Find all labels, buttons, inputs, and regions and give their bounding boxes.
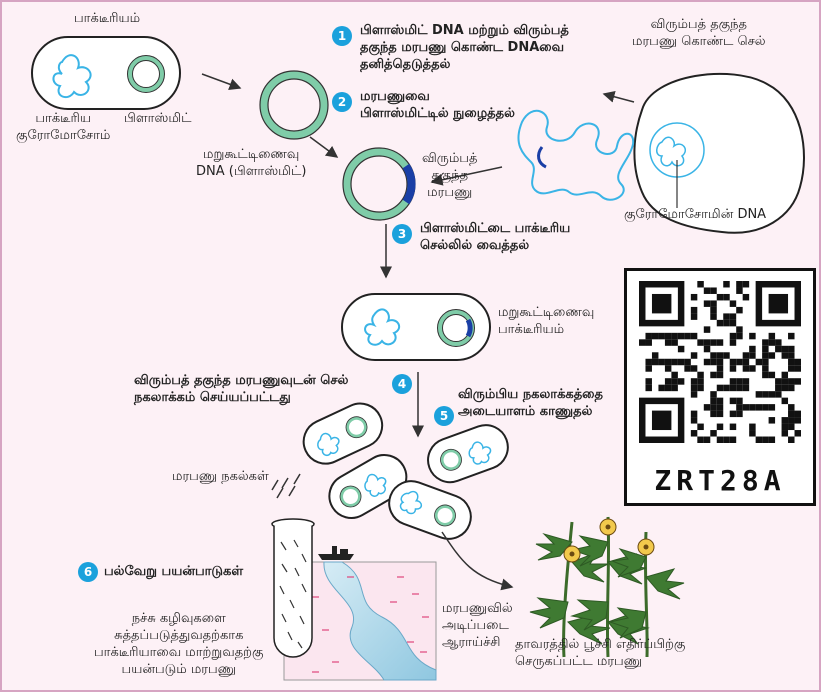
label-desired-gene: விரும்பத் தகுந்த மரபணு — [422, 151, 478, 200]
step-2-number: 2 — [332, 92, 352, 112]
cloned-bacteria — [302, 402, 509, 540]
desired-gene-segment — [537, 146, 547, 169]
isolated-plasmid — [259, 70, 329, 140]
qr-code-text: ZRT28A — [654, 464, 786, 497]
label-waste-gene: நச்சு கழிவுகளை சுத்தப்படுத்துவதற்காக பாக… — [94, 611, 264, 677]
inserted-gene-segment — [402, 163, 416, 205]
recombinant-plasmid — [342, 147, 416, 221]
label-chromosome-dna: குரோமோசோமின் DNA — [624, 207, 767, 222]
extracted-dna-strand — [517, 109, 635, 201]
step-5-number: 5 — [434, 406, 454, 426]
step-3-number: 3 — [392, 224, 412, 244]
label-bacterial-chromosome: பாக்டீரிய குரோமோசோம் — [16, 111, 111, 143]
label-cell-with-gene: விரும்பத் தகுந்த மரபணு கொண்ட செல் — [632, 17, 766, 49]
label-bacterium: பாக்டீரியம் — [74, 11, 141, 26]
label-plasmid: பிளாஸ்மிட் — [124, 111, 192, 126]
label-plant-gene: தாவரத்தில் பூச்சி எதிர்ப்பிற்கு செருகப்ப… — [515, 637, 686, 669]
bacterial-chromosome-shape — [52, 54, 92, 99]
step-1-number: 1 — [332, 26, 352, 46]
step-5-text: விரும்பிய நகலாக்கத்தை அடையாளம் காணுதல் — [458, 387, 603, 419]
gene-copies-marks — [271, 473, 301, 499]
bacterium-cell — [31, 36, 181, 110]
label-gene-research: மரபணுவில் அடிப்படை ஆராய்ச்சி — [442, 601, 513, 650]
test-tube — [271, 518, 315, 658]
qr-code-panel[interactable]: ZRT28A — [624, 268, 816, 506]
step-3-text: பிளாஸ்மிட்டை பாக்டீரிய செல்லில் வைத்தல் — [420, 221, 571, 253]
transgenic-plants — [529, 516, 685, 658]
flow-arrows — [201, 73, 635, 591]
plasmid-ring — [127, 55, 165, 93]
step-6-text: பல்வேறு பயன்பாடுகள் — [104, 564, 244, 579]
step-2-text: மரபணுவை பிளாஸ்மிட்டில் நுழைத்தல் — [360, 89, 515, 121]
step-1-text: பிளாஸ்மிட் DNA மற்றும் விரும்பத் தகுந்த … — [360, 23, 569, 72]
label-cell-cloned: விரும்பத் தகுந்த மரபணுவுடன் செல் நகலாக்க… — [134, 373, 349, 405]
label-recombinant-dna: மறுகூட்டிணைவு DNA (பிளாஸ்மிட்) — [196, 147, 307, 179]
label-recombinant-bacterium: மறுகூட்டிணைவு பாக்டீரியம் — [498, 305, 595, 337]
recombinant-bacterium-cell — [341, 293, 491, 361]
label-gene-copies: மரபணு நகல்கள் — [172, 469, 269, 484]
qr-code-image — [639, 281, 801, 443]
step-6-number: 6 — [78, 562, 98, 582]
step-4-number: 4 — [392, 374, 412, 394]
